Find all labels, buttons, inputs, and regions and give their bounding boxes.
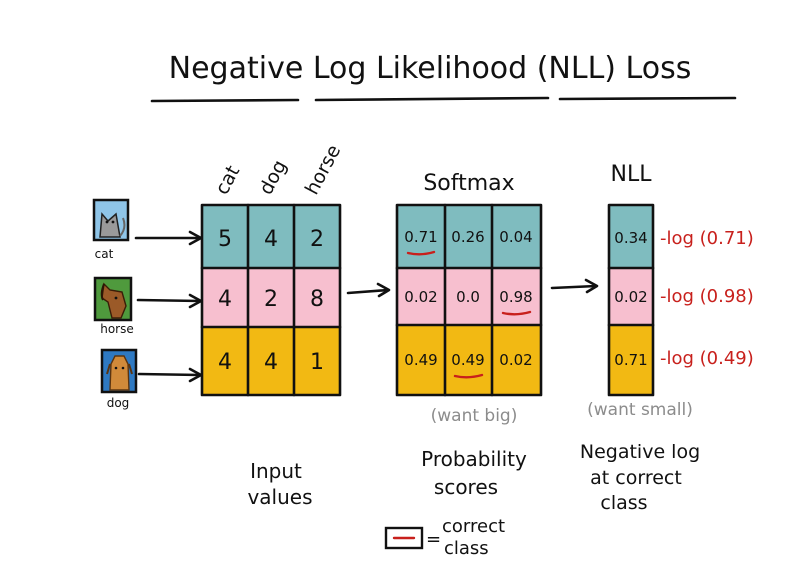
softmax-cell: 0.02: [404, 288, 437, 306]
legend-line2: class: [444, 538, 489, 559]
nll-caption-line1: Negative log: [580, 441, 700, 463]
input-cell: 5: [218, 227, 232, 252]
softmax-cell: 0.04: [499, 228, 532, 246]
input-cell: 8: [310, 287, 324, 312]
horse-image-label: horse: [100, 322, 134, 336]
input-column-headers: cat dog horse: [211, 141, 345, 198]
softmax-cell: 0.26: [451, 228, 484, 246]
nll-values: 0.34 0.02 0.71: [614, 229, 647, 369]
input-cell: 2: [264, 287, 278, 312]
nll-note: (want small): [587, 400, 693, 420]
dog-image-label: dog: [107, 396, 130, 410]
correct-class-legend: = correct class: [384, 516, 505, 559]
softmax-cell: 0.49: [404, 351, 437, 369]
dog-image-icon: [100, 348, 138, 394]
legend-swatch: [384, 526, 424, 550]
image-arrows: [134, 230, 203, 383]
cat-image-label: cat: [95, 247, 114, 261]
input-header-horse: horse: [301, 141, 345, 198]
page-title: Negative Log Likelihood (NLL) Loss: [169, 51, 692, 86]
softmax-caption-line1: Probability: [421, 447, 527, 471]
softmax-cell: 0.98: [499, 288, 532, 306]
softmax-values: 0.71 0.26 0.04 0.02 0.0 0.98 0.49 0.49 0…: [404, 228, 532, 369]
input-cell: 4: [264, 227, 278, 252]
nll-caption-line2: at correct: [590, 467, 682, 489]
nll-formula: -log (0.71): [660, 228, 754, 249]
input-cell: 2: [310, 227, 324, 252]
nll-title: NLL: [611, 162, 653, 187]
nll-caption-line3: class: [600, 492, 647, 514]
softmax-cell: 0.49: [451, 351, 484, 369]
input-header-dog: dog: [255, 156, 291, 198]
softmax-note: (want big): [431, 406, 518, 426]
legend-equals: =: [426, 529, 441, 550]
input-cell: 4: [218, 350, 232, 375]
softmax-cell: 0.71: [404, 228, 437, 246]
nll-formulas: -log (0.71) -log (0.98) -log (0.49): [660, 228, 754, 369]
cat-image-icon: [92, 198, 130, 242]
softmax-caption-line2: scores: [434, 475, 498, 499]
nll-cell: 0.34: [614, 229, 647, 247]
arrow-to-softmax: [346, 282, 391, 298]
title-underline: [150, 96, 737, 103]
input-caption-line1: Input: [250, 459, 302, 483]
legend-line1: correct: [442, 516, 505, 537]
nll-formula: -log (0.49): [660, 348, 754, 369]
softmax-cell: 0.0: [456, 288, 480, 306]
correct-class-underlines: [406, 250, 532, 379]
nll-cell: 0.02: [614, 288, 647, 306]
input-cell: 4: [218, 287, 232, 312]
softmax-cell: 0.02: [499, 351, 532, 369]
softmax-grid: [395, 203, 543, 397]
softmax-title: Softmax: [423, 171, 514, 196]
input-values: 5 4 2 4 2 8 4 4 1: [218, 227, 324, 375]
input-grid: [200, 203, 342, 397]
input-caption-line2: values: [247, 485, 312, 509]
nll-cell: 0.71: [614, 351, 647, 369]
nll-formula: -log (0.98): [660, 286, 754, 307]
input-header-cat: cat: [211, 162, 244, 198]
input-cell: 4: [264, 350, 278, 375]
horse-image-icon: [93, 276, 133, 322]
input-cell: 1: [310, 350, 324, 375]
arrow-to-nll: [550, 278, 599, 294]
nll-column: [607, 203, 655, 397]
